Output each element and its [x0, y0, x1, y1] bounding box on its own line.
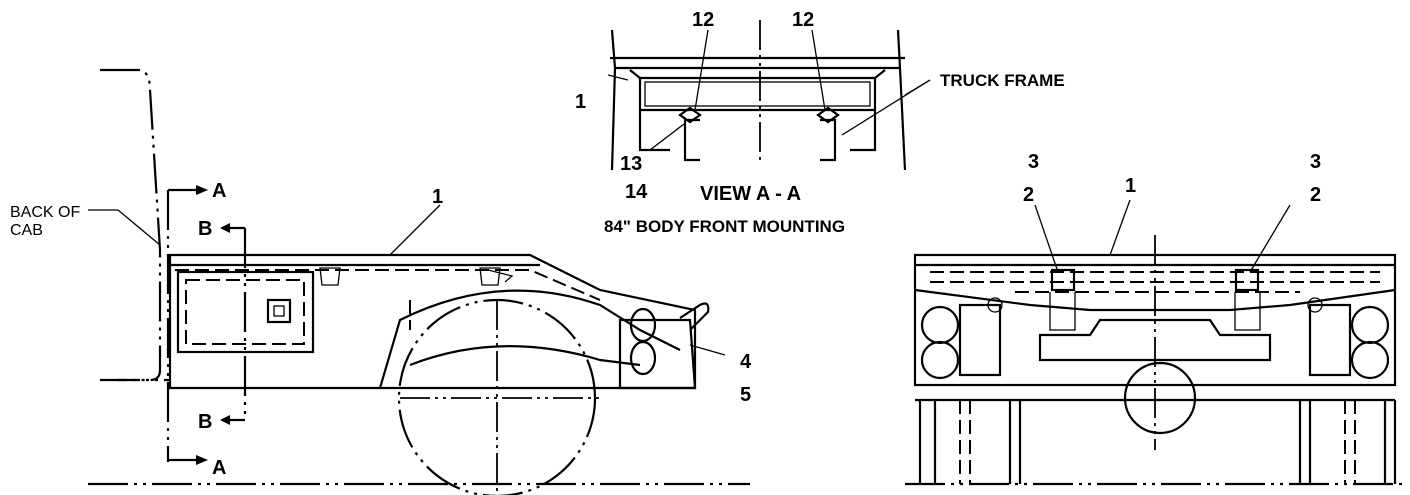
callout-14: 14 — [625, 181, 648, 203]
compartment-door — [176, 270, 315, 354]
callout-12-leader-left — [694, 29, 709, 111]
left-wall-inner — [629, 69, 670, 152]
tail-light-right-lower — [1350, 340, 1390, 380]
body-hidden-line — [175, 269, 601, 301]
callout-12-leader-right — [811, 29, 826, 111]
callout-1-leader-rear — [1109, 199, 1131, 256]
callout-1-rear: 1 — [1125, 175, 1136, 197]
callout-12-left: 12 — [692, 9, 714, 31]
tail-light-left-upper — [920, 305, 960, 345]
tail-light-left-lower — [920, 340, 960, 380]
tail-light-lower — [629, 340, 657, 376]
axle-housing — [1038, 318, 1272, 362]
section-a-arrowhead-bottom — [196, 455, 208, 465]
rear-panel — [618, 318, 697, 390]
section-b-label-top: B — [198, 218, 212, 240]
callout-1-leader-view — [607, 74, 629, 81]
callout-13: 13 — [620, 153, 642, 175]
crossmember-inner — [644, 81, 871, 107]
back-of-cab-label-1: BACK OF — [10, 204, 80, 221]
callout-3-left: 3 — [1028, 151, 1039, 173]
back-of-cab-leader-2 — [117, 209, 161, 246]
callout-3-right: 3 — [1310, 151, 1321, 173]
wheel-arch-inner — [409, 345, 641, 367]
rear-underbody — [914, 288, 1396, 312]
truck-frame-leader-2 — [904, 79, 931, 96]
light-housing-right — [1308, 303, 1352, 377]
tow-hook — [679, 302, 710, 331]
callout-2-leader-right — [1249, 204, 1291, 273]
callout-2-left: 2 — [1023, 184, 1034, 206]
callout-1-view: 1 — [575, 91, 586, 113]
callout-4: 4 — [740, 351, 752, 373]
cab-outline — [100, 68, 162, 382]
ubolt-left — [1049, 292, 1076, 331]
hardware-3 — [487, 269, 514, 283]
wheel-well — [378, 289, 681, 389]
tail-light-right-upper — [1350, 305, 1390, 345]
callout-5: 5 — [740, 384, 751, 406]
callout-4-leader — [689, 344, 726, 356]
bracket-left — [1050, 268, 1076, 292]
section-a-label-bottom: A — [212, 457, 226, 479]
hardware-2 — [479, 267, 501, 286]
right-wall-outer — [896, 29, 907, 171]
callout-2-right: 2 — [1310, 184, 1321, 206]
callout-1-side: 1 — [432, 186, 443, 208]
differential — [1123, 361, 1197, 435]
door-latch — [266, 298, 292, 324]
section-b-arrowhead-top — [220, 223, 230, 233]
callout-13-leader — [649, 123, 685, 151]
light-housing-left — [958, 303, 1002, 377]
section-b-arrowhead-bottom — [220, 415, 230, 425]
bolt-right — [816, 106, 840, 124]
bolt-left — [678, 106, 702, 124]
callout-2-leader-left — [1034, 204, 1059, 273]
tail-light-upper — [629, 307, 657, 343]
side-view: BACK OF CAB A A B B 1 4 5 — [10, 68, 752, 495]
rear-view: 1 3 2 3 2 — [905, 151, 1405, 486]
view-subtitle: 84" BODY FRONT MOUNTING — [604, 217, 845, 236]
reflector-left — [987, 297, 1003, 313]
truck-frame-right — [820, 118, 837, 162]
callout-12-right: 12 — [792, 9, 814, 31]
reflector-right — [1307, 297, 1323, 313]
back-of-cab-label-2: CAB — [10, 222, 43, 239]
section-a-label-top: A — [212, 180, 226, 202]
left-wall-outer — [610, 29, 617, 171]
section-a-arrowhead-top — [196, 185, 208, 195]
body-outline — [168, 253, 697, 390]
truck-frame-label: TRUCK FRAME — [940, 71, 1065, 90]
hardware-1 — [319, 267, 341, 286]
view-title: VIEW A - A — [700, 183, 801, 205]
callout-1-leader-side — [389, 204, 441, 256]
compartment-inner — [185, 279, 305, 345]
door-latch-inner — [273, 305, 285, 317]
ubolt-right — [1234, 292, 1261, 331]
truck-frame-left — [683, 118, 700, 162]
view-a-a: 1 12 12 13 14 TRUCK FRAME VIEW A - A 84"… — [575, 9, 1065, 236]
bracket-right — [1234, 268, 1260, 292]
section-b-label-bottom: B — [198, 411, 212, 433]
